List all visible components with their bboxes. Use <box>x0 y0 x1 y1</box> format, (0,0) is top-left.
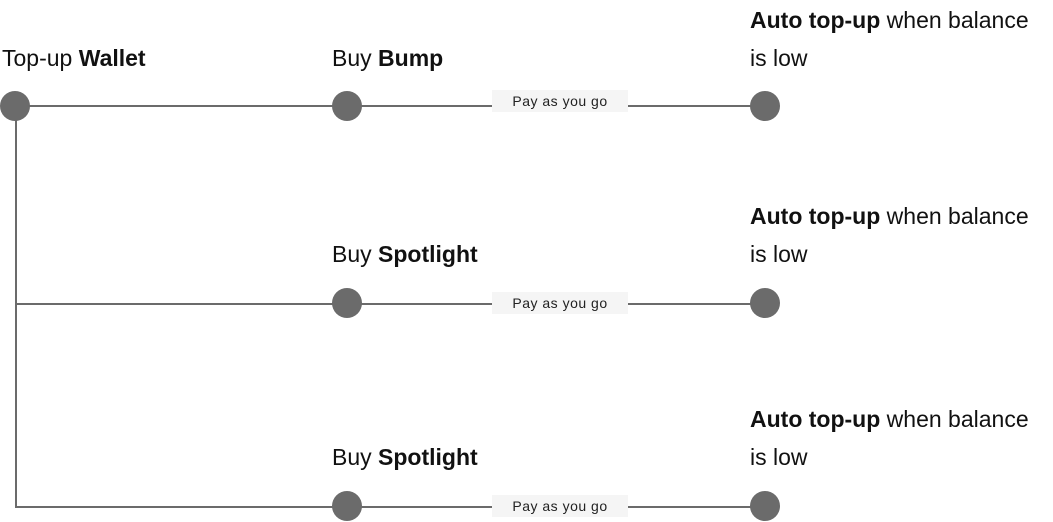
branch-1-edge-label: Pay as you go <box>492 90 628 112</box>
branch-1-buy-prefix: Buy <box>332 45 372 71</box>
root-label-bold: Wallet <box>78 45 146 71</box>
root-label: Top-up Wallet <box>2 39 146 77</box>
branch-3-auto-label: Auto top-up when balance is low <box>750 400 1050 476</box>
branch-1-auto-node <box>750 91 780 121</box>
branch-2-buy-node <box>332 288 362 318</box>
connector-root-branch-3 <box>15 506 347 508</box>
branch-3-auto-rest: when balance is low <box>750 406 1029 470</box>
branch-3-edge-label: Pay as you go <box>492 495 628 517</box>
root-label-prefix: Top-up <box>2 45 73 71</box>
branch-2-buy-label: Buy Spotlight <box>332 235 478 273</box>
branch-1-auto-label: Auto top-up when balance is low <box>750 1 1050 77</box>
branch-1-buy-node <box>332 91 362 121</box>
root-node <box>0 91 30 121</box>
branch-3-buy-label: Buy Spotlight <box>332 438 478 476</box>
branch-1-auto-bold: Auto top-up <box>750 7 881 33</box>
branch-1-buy-label: Buy Bump <box>332 39 443 77</box>
branch-2-buy-bold: Spotlight <box>378 241 478 267</box>
branch-3-auto-node <box>750 491 780 521</box>
branch-3-buy-bold: Spotlight <box>378 444 478 470</box>
trunk-line <box>15 107 17 507</box>
branch-1-buy-bold: Bump <box>378 45 444 71</box>
branch-2-auto-node <box>750 288 780 318</box>
branch-1-auto-rest: when balance is low <box>750 7 1029 71</box>
connector-root-branch-1 <box>15 105 347 107</box>
branch-2-auto-bold: Auto top-up <box>750 203 881 229</box>
branch-2-edge-label: Pay as you go <box>492 292 628 314</box>
branch-3-buy-node <box>332 491 362 521</box>
branch-3-auto-bold: Auto top-up <box>750 406 881 432</box>
connector-root-branch-2 <box>15 303 347 305</box>
branch-2-auto-label: Auto top-up when balance is low <box>750 197 1050 273</box>
branch-2-auto-rest: when balance is low <box>750 203 1029 267</box>
branch-2-buy-prefix: Buy <box>332 241 372 267</box>
branch-3-buy-prefix: Buy <box>332 444 372 470</box>
